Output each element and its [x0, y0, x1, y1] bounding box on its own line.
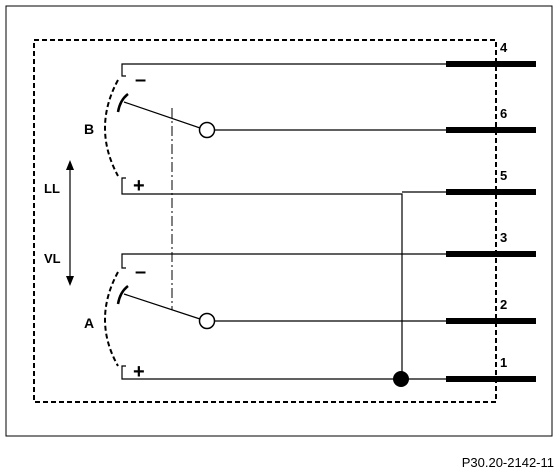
switch-a-minus-sign: – [135, 261, 146, 283]
direction-label-ll: LL [44, 181, 60, 196]
terminal-label-4: 4 [500, 40, 508, 55]
switch-a-label: A [84, 315, 94, 331]
switch-b-plus-sign: + [133, 175, 145, 197]
terminal-blades [446, 61, 536, 382]
switch-b-label: B [84, 121, 94, 137]
switch-a-plus-sign: + [133, 361, 145, 383]
switch-a-pivot [198, 312, 216, 330]
terminal-label-2: 2 [500, 297, 507, 312]
outer-border [5, 5, 553, 437]
direction-arrow: LL VL [44, 160, 74, 286]
switch-a-lever [123, 293, 201, 320]
terminal-label-5: 5 [500, 168, 507, 183]
terminal-label-3: 3 [500, 230, 507, 245]
reference-code: P30.20-2142-11 [461, 455, 554, 470]
switch-b-minus-wire [121, 63, 446, 77]
switch-b-contact-blade [116, 93, 129, 113]
switch-b-pivot [198, 121, 216, 139]
terminal-numbers: 4 6 5 3 2 1 [500, 40, 508, 370]
switch-b: – + B [84, 63, 446, 379]
switch-b-lever [123, 101, 201, 129]
switch-b-minus-sign: – [135, 69, 146, 91]
switch-a-plus-wire [121, 365, 446, 380]
switch-b-travel-arc [104, 79, 119, 177]
arrow-up-head [66, 160, 74, 170]
switch-a-minus-wire [121, 253, 446, 269]
junction-dot [393, 371, 409, 387]
terminal-label-1: 1 [500, 355, 507, 370]
terminal-label-6: 6 [500, 106, 507, 121]
switch-b-plus-wire [121, 177, 403, 379]
switch-a: – + A [84, 253, 446, 383]
switch-a-travel-arc [104, 271, 119, 367]
direction-label-vl: VL [44, 251, 61, 266]
switch-housing-outline [33, 39, 497, 403]
arrow-down-head [66, 276, 74, 286]
switch-a-contact-blade [116, 285, 129, 305]
